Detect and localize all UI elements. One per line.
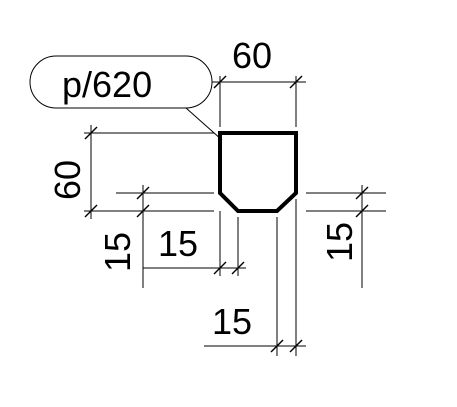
top-width-label: 60 — [232, 35, 272, 76]
right-chamfer-dimension: 15 — [306, 185, 386, 288]
bottom-left-chamfer-dimension: 15 — [143, 211, 246, 276]
tag-label: p/620 — [62, 64, 152, 105]
top-width-dimension: 60 — [212, 35, 306, 127]
left-chamfer-dimension: 15 — [97, 185, 150, 288]
bottom-width-dimension: 15 — [204, 199, 306, 356]
bottom-width-label: 15 — [212, 301, 252, 342]
tag-callout: p/620 — [29, 55, 223, 141]
left-height-label: 60 — [47, 160, 88, 200]
left-chamfer-label: 15 — [97, 232, 138, 272]
right-chamfer-label: 15 — [319, 222, 360, 262]
tag-leader-line — [185, 107, 223, 141]
bottom-left-chamfer-label: 15 — [158, 223, 198, 264]
left-height-dimension: 60 — [47, 125, 214, 219]
profile-outline — [218, 131, 298, 213]
